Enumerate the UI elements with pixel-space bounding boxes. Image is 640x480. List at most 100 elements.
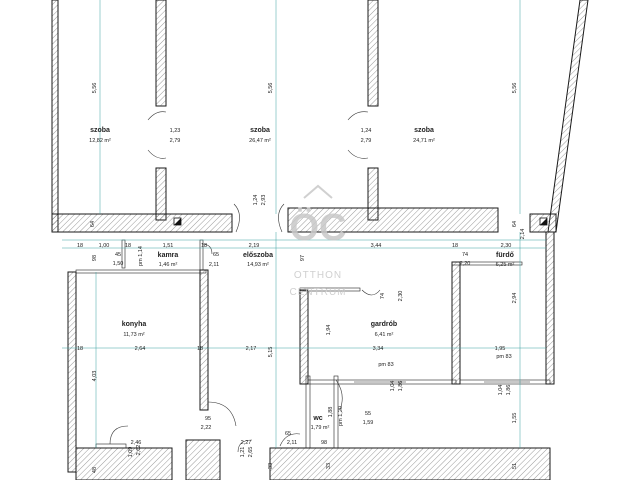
- dim-label: 1,21: [240, 447, 246, 458]
- dim-label: 2,30: [398, 291, 404, 302]
- room-name-szoba-1: szoba: [90, 127, 110, 134]
- door-konyha-bottom: [109, 425, 129, 445]
- dim-label: 2,79: [361, 138, 372, 144]
- dim-label: 98: [321, 440, 327, 446]
- dim-label: 2,64: [135, 346, 146, 352]
- dim-label: 2,65: [248, 447, 254, 458]
- dim-label: 1,24: [253, 195, 259, 206]
- door-wc-inner: [335, 379, 343, 411]
- dim-label: 1,94: [326, 325, 332, 336]
- door-szoba1-upper: [147, 111, 167, 121]
- room-area-szoba-3: 24,71 m²: [413, 138, 435, 144]
- dim-label: 2,93: [261, 195, 267, 206]
- wall-bottom-right: [269, 447, 551, 480]
- dim-label: pm 1,14: [138, 246, 144, 266]
- wall-left-top: [51, 0, 59, 233]
- wall-gardrob-right: [451, 261, 461, 385]
- door-szoba2-lower: [347, 149, 369, 159]
- doors: [109, 111, 381, 453]
- wall-mid-left: [51, 213, 233, 233]
- dim-label: 18: [201, 243, 207, 249]
- dim-label: 1,88: [328, 407, 334, 418]
- wall-furdo-top: [451, 261, 523, 266]
- dim-label: 18: [77, 346, 83, 352]
- dim-label: 18: [452, 243, 458, 249]
- dim-label: 2,46: [131, 440, 142, 446]
- dim-label: 65: [213, 252, 219, 258]
- wall-konyha-left: [67, 271, 77, 473]
- room-name-eloszoba: előszoba: [243, 252, 273, 259]
- dim-label: pm 83: [496, 354, 511, 360]
- door-szoba2-upper: [347, 111, 369, 121]
- room-name-konyha: konyha: [122, 321, 147, 328]
- dimension-labels: 5,56 5,56 5,56 1,23 2,79 1,24 2,79 1,24 …: [77, 83, 526, 473]
- door-gardrob: [361, 289, 381, 296]
- dim-label: 1,86: [506, 385, 512, 396]
- door-eloszoba-right: [278, 203, 285, 233]
- dim-label: pm 83: [378, 362, 393, 368]
- dim-label: 2,27: [241, 440, 252, 446]
- room-name-furdo: fürdő: [496, 252, 514, 259]
- door-entry: [237, 439, 253, 453]
- dim-label: 3,44: [371, 243, 382, 249]
- room-name-kamra: kamra: [158, 252, 179, 259]
- dim-label: 1,04: [390, 381, 396, 392]
- dim-label: 51: [512, 463, 518, 469]
- dim-label: 98: [92, 255, 98, 261]
- dimension-lines: [62, 0, 546, 448]
- room-area-furdo: 6,25 m²: [496, 262, 515, 268]
- logo-roof-icon: [303, 184, 333, 199]
- wall-bottom-left: [75, 447, 173, 480]
- door-kamra: [201, 243, 213, 255]
- wall-wc-left: [305, 375, 311, 449]
- dim-label: 1,55: [512, 413, 518, 424]
- wall-bottom-mid: [185, 439, 221, 480]
- wall-divider-1-lower: [155, 167, 167, 221]
- dim-label: 5,15: [268, 347, 274, 358]
- chimney-shafts: [173, 217, 548, 226]
- room-name-gardrob: gardrób: [371, 321, 397, 328]
- dim-label: 1,24: [361, 128, 372, 134]
- dim-label: 1,00: [99, 243, 110, 249]
- dim-label: 1,86: [398, 381, 404, 392]
- wall-konyha-top: [75, 269, 207, 274]
- room-name-wc: wc: [312, 415, 322, 422]
- dim-label: 1,95: [495, 346, 506, 352]
- dim-label: 95: [205, 416, 211, 422]
- dim-label: 45: [115, 252, 121, 258]
- dim-label: 1,59: [363, 420, 374, 426]
- dim-label: 18: [77, 243, 83, 249]
- dim-label: 2,11: [287, 440, 297, 446]
- dim-label: 55: [365, 411, 371, 417]
- wall-gardrob-bottom: [307, 379, 457, 385]
- room-area-szoba-2: 26,47 m²: [249, 138, 271, 144]
- wall-gardrob-left: [299, 289, 309, 385]
- room-name-szoba-3: szoba: [414, 127, 434, 134]
- dim-label: 74: [462, 252, 468, 258]
- dim-label: 2,20: [460, 261, 471, 267]
- room-area-konyha: 11,73 m²: [123, 332, 144, 338]
- dim-label: 5,56: [512, 83, 518, 94]
- room-area-szoba-1: 12,82 m²: [89, 138, 111, 144]
- dim-label: 2,19: [249, 243, 260, 249]
- wall-right-slanted: [547, 0, 589, 233]
- dim-label: 74: [380, 293, 386, 299]
- dim-label: 1,51: [163, 243, 174, 249]
- door-szoba1-lower: [147, 149, 167, 159]
- wall-mid-center: [287, 207, 499, 233]
- dim-label: 5,56: [268, 83, 274, 94]
- dim-label: 1,09: [128, 447, 134, 458]
- otthon-centrum-logo: ÖC OTTHON CENTRUM: [290, 184, 347, 298]
- door-wc: [279, 433, 301, 447]
- dim-label: 1,50: [113, 261, 124, 267]
- room-area-gardrob: 6,41 m²: [375, 332, 394, 338]
- wall-divider-1-upper: [155, 0, 167, 107]
- dim-label: 48: [92, 467, 98, 473]
- dim-label: 3,34: [373, 346, 384, 352]
- dim-label: 2,94: [512, 293, 518, 304]
- dim-label: 2,14: [520, 229, 526, 240]
- door-konyha: [207, 401, 237, 427]
- wall-konyha-right: [199, 269, 209, 411]
- logo-line1: OTTHON: [294, 270, 342, 281]
